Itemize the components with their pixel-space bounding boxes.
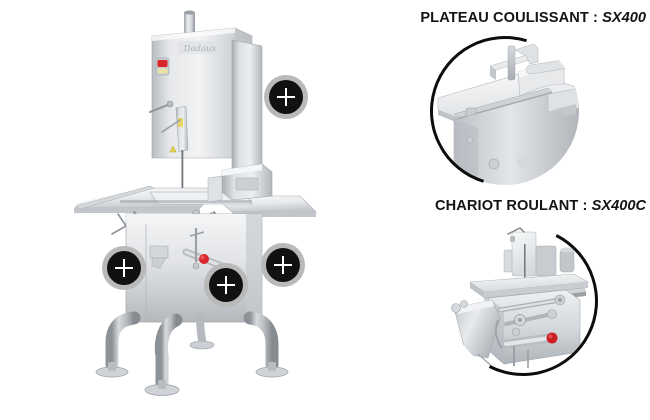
callout-panel: PLATEAU COULISSANT : SX400 (400, 0, 650, 420)
red-knob (199, 254, 209, 264)
callout-plateau-title: PLATEAU COULISSANT : SX400 (420, 10, 646, 26)
callout-chariot-photo[interactable] (448, 226, 598, 376)
callout-plateau: PLATEAU COULISSANT : SX400 (400, 9, 650, 213)
hotspot-right-panel[interactable] (261, 243, 305, 287)
callout-chariot-title: CHARIOT ROULANT : SX400C (435, 198, 646, 214)
main-machine-photo: Dadaux (73, 10, 317, 396)
machine-legs (95, 311, 289, 396)
callout-chariot: CHARIOT ROULANT : SX400C (400, 198, 650, 410)
red-handle-tip (546, 332, 558, 344)
plus-icon (209, 268, 243, 302)
hotspot-front-handle[interactable] (204, 263, 248, 307)
hotspot-left-panel[interactable] (102, 246, 146, 290)
saw-blade (181, 150, 184, 212)
plus-icon (269, 80, 303, 114)
hotspot-upper-wheel[interactable] (264, 75, 308, 119)
brand-logo: Dadaux (178, 41, 222, 54)
callout-plateau-label: PLATEAU COULISSANT : (420, 10, 599, 26)
plus-icon (107, 251, 141, 285)
callout-plateau-model: SX400 (602, 10, 646, 26)
plus-icon (266, 248, 300, 282)
callout-plateau-photo[interactable] (430, 36, 580, 186)
svg-text:Dadaux: Dadaux (183, 44, 217, 54)
callout-chariot-label: CHARIOT ROULANT : (435, 198, 588, 214)
callout-chariot-model: SX400C (591, 198, 646, 214)
